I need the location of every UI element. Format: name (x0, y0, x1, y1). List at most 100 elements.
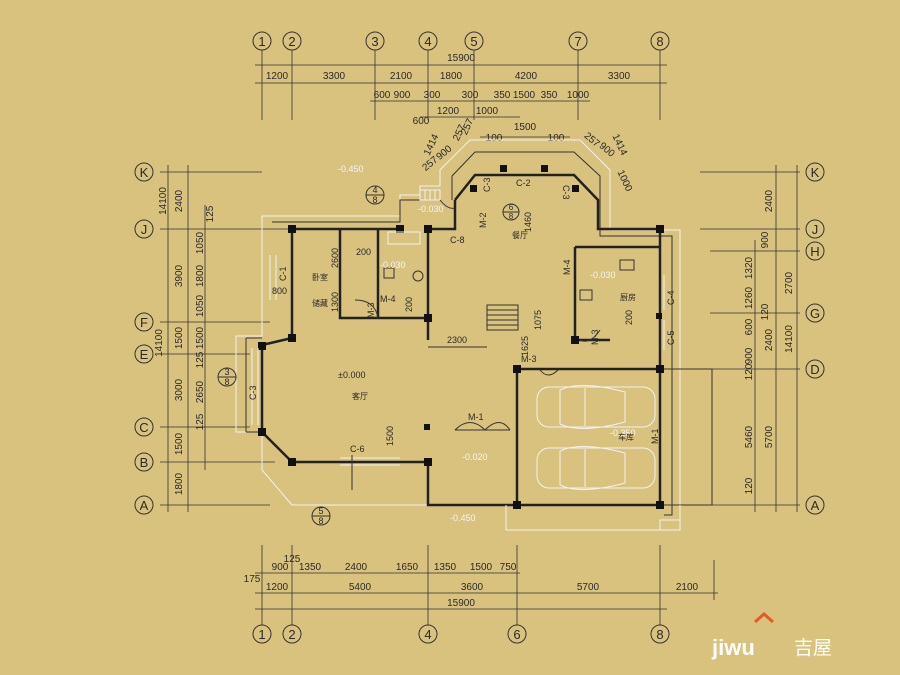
axis-bubble (805, 162, 825, 182)
dim-inner: 1460 (523, 212, 533, 232)
door-label: M-4 (562, 260, 572, 276)
axis-label: K (140, 165, 149, 180)
axis-bubble (134, 452, 154, 472)
axis-label: 4 (424, 627, 431, 642)
room-label: 卧室 (312, 272, 328, 282)
door-swings (354, 199, 601, 431)
window-label: C-3 (561, 185, 571, 200)
axis-label: K (811, 165, 820, 180)
dim-inner: 200 (624, 310, 634, 325)
building-walls (235, 139, 713, 531)
bathroom-fixtures (383, 231, 635, 301)
section-mark-bottom: 8 (224, 377, 229, 387)
dim-value: 1050 (195, 231, 206, 254)
axis-bubble (805, 359, 825, 379)
windows (251, 255, 665, 490)
window-label: C-3 (248, 385, 258, 400)
dim-value: 2100 (390, 71, 413, 82)
dim-value: 100 (486, 133, 503, 144)
window-label: C-5 (666, 330, 676, 345)
dim-value: 2650 (195, 380, 206, 403)
section-mark-bottom: 8 (318, 516, 323, 526)
axis-label: J (141, 222, 148, 237)
dim-inner: 2600 (330, 248, 340, 268)
axis-label: F (140, 315, 148, 330)
dim-value: 4200 (515, 71, 538, 82)
room-label: 厨房 (620, 292, 636, 302)
dim-value: 2400 (345, 562, 368, 573)
section-mark-bottom: 8 (509, 212, 514, 221)
room-label: 客厅 (352, 391, 368, 401)
door-label: M-2 (478, 213, 488, 229)
dim-value: 1050 (195, 294, 206, 317)
axis-bubble (805, 219, 825, 239)
dim-value: 1800 (174, 472, 185, 495)
door-label: M-4 (380, 294, 396, 304)
dim-value: 5400 (349, 582, 372, 593)
dim-value: 125 (205, 205, 216, 222)
dim-value: 1650 (396, 562, 419, 573)
dim-value: 300 (462, 90, 479, 101)
dim-value: 1200 (266, 582, 289, 593)
right-dimensions: 2400 2700 2400 5700 14100 900 1320 1260 … (700, 165, 800, 512)
dim-value: 600 (744, 318, 755, 335)
axis-bubble (805, 241, 825, 261)
axis-label: 1 (258, 34, 265, 49)
window-label: C-1 (278, 266, 288, 281)
dim-value: 1000 (615, 169, 635, 194)
dim-value: 125 (195, 351, 206, 368)
dim-value: 2100 (676, 582, 699, 593)
dim-value: 600 (374, 90, 391, 101)
dim-value: 2400 (174, 189, 185, 212)
level-mark: -0.030 (380, 260, 406, 270)
dim-value: 1200 (266, 71, 289, 82)
dim-value: 175 (244, 574, 261, 585)
dim-total-right: 14100 (784, 325, 795, 353)
watermark-brand: jiwu (711, 635, 755, 660)
dim-value: 300 (424, 90, 441, 101)
window-label: C-6 (350, 444, 365, 454)
axis-bubble (805, 495, 825, 515)
dim-total-left: 14100 (158, 187, 169, 215)
axis-label: 2 (288, 627, 295, 642)
dim-value: 600 (413, 116, 430, 127)
dim-value: 1800 (195, 264, 206, 287)
dim-value: 1500 (514, 122, 537, 133)
dim-value: 350 (494, 90, 511, 101)
dim-inner: 200 (356, 247, 371, 257)
section-mark-top: 6 (509, 203, 514, 212)
dim-value: 3600 (461, 582, 484, 593)
left-dimensions: 14100 2400 3900 1500 3000 1500 1800 1410… (154, 165, 290, 512)
axis-label: A (140, 498, 149, 513)
axis-bubble (134, 312, 154, 332)
window-label: C-2 (516, 178, 531, 188)
dim-value: 2400 (764, 328, 775, 351)
dim-value: 5700 (764, 425, 775, 448)
axis-label: E (140, 347, 149, 362)
dim-total-left-2: 14100 (154, 329, 165, 357)
axis-label: B (140, 455, 149, 470)
window-label: C-8 (450, 235, 465, 245)
axis-label: 4 (424, 34, 431, 49)
top-axis-bubbles: 1 2 3 4 5 7 8 (252, 31, 670, 51)
axis-label: 3 (371, 34, 378, 49)
dim-inner: 1625 (520, 336, 530, 356)
dim-value: 5460 (744, 425, 755, 448)
axis-label: H (810, 244, 819, 259)
level-mark: -0.020 (462, 452, 488, 462)
axis-bubble (134, 162, 154, 182)
dim-value: 3300 (323, 71, 346, 82)
axis-label: J (812, 222, 819, 237)
bottom-axis-bubbles: 1 2 4 6 8 (252, 624, 670, 644)
dim-value: 3000 (174, 378, 185, 401)
dim-value: 1260 (744, 286, 755, 309)
dim-total-bottom: 15900 (447, 598, 475, 609)
dim-value: 120 (744, 477, 755, 494)
dim-value: 120 (760, 303, 771, 320)
room-label: 餐厅 (512, 231, 528, 240)
dim-inner: 200 (404, 297, 414, 312)
level-garage: -0.350 (610, 428, 636, 438)
dim-value: 1200 (437, 106, 460, 117)
door-label: M-3 (366, 303, 376, 319)
